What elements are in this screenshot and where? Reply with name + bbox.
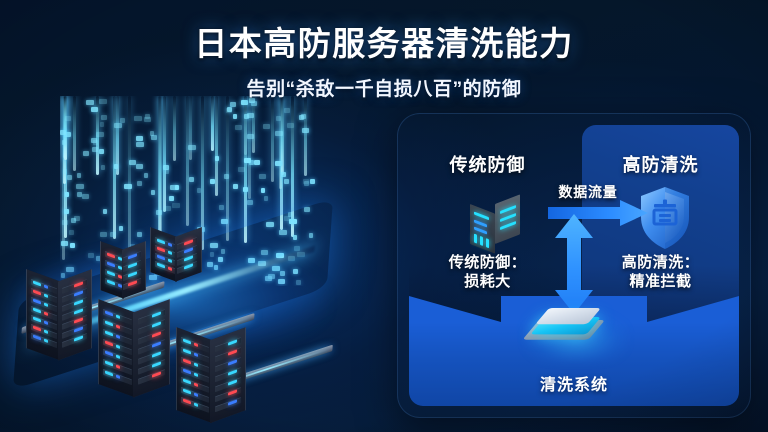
band-bevel-left: [409, 296, 501, 322]
server-icon: [465, 193, 523, 254]
bidirectional-arrow: [553, 214, 595, 319]
left-caption-line-1: 传统防御：: [448, 254, 527, 271]
band-bevel-right: [647, 296, 739, 322]
header: 日本高防服务器清洗能力 告别“杀敌一千自损八百”的防御: [0, 0, 768, 101]
data-flow-label: 数据流量: [558, 184, 618, 200]
right-card-caption: 高防清洗： 精准拦截: [582, 253, 739, 291]
left-card-caption: 传统防御： 损耗大: [409, 253, 566, 291]
platform-icon: [522, 304, 613, 356]
right-card-contents: 高防清洗: [582, 125, 739, 323]
page-subtitle: 告别“杀敌一千自损八百”的防御: [246, 79, 522, 100]
page-title: 日本高防服务器清洗能力: [194, 25, 574, 62]
right-caption-line-1: 高防清洗：: [621, 254, 700, 271]
high-defense-scrubbing-card[interactable]: [582, 125, 739, 323]
right-card-title: 高防清洗: [622, 155, 699, 175]
right-caption-line-2: 精准拦截: [629, 273, 692, 291]
datacenter-illustration: [0, 96, 400, 432]
data-flow-arrow: [548, 200, 648, 231]
left-caption-line-2: 损耗大: [464, 273, 511, 291]
left-card-title: 传统防御: [449, 155, 526, 175]
left-card-contents: 传统防御 传统防御： 损耗大: [409, 125, 566, 323]
comparison-diagram-panel: 传统防御 传统防御： 损耗大: [398, 114, 750, 417]
shield-icon: [637, 185, 693, 251]
data-stream-effect: [60, 96, 320, 286]
scrubbing-system-label: 清洗系统: [539, 377, 608, 394]
